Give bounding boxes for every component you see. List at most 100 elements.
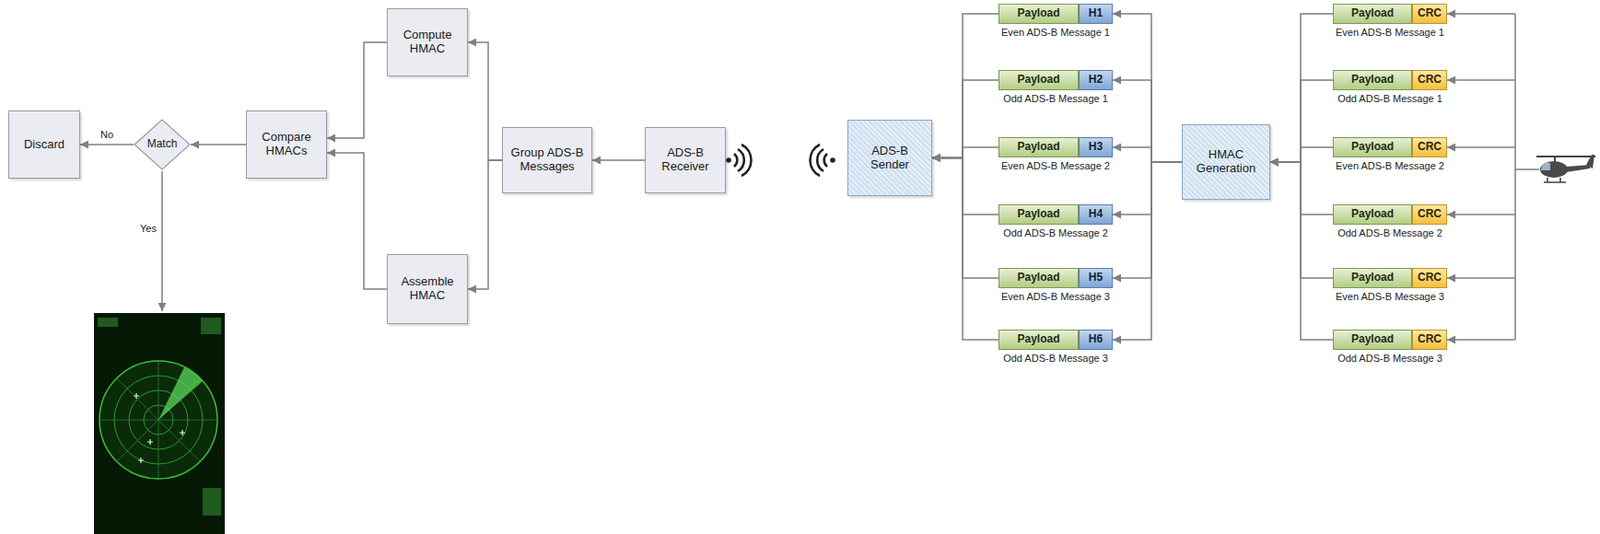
radar-panel: [97, 317, 118, 328]
branch-label: Yes: [140, 222, 157, 234]
node-text: Payload: [1351, 7, 1394, 21]
message-label: Odd ADS-B Message 2: [1003, 227, 1109, 239]
payload-field: Payload: [998, 329, 1079, 351]
hmac-field: H4: [1078, 204, 1113, 225]
message-label: Odd ADS-B Message 1: [1003, 93, 1109, 105]
connector-arrow: [1112, 13, 1182, 163]
yes-arrow: [161, 171, 164, 312]
node-text: ADS-B Sender: [853, 144, 926, 173]
connector-arrow: [327, 42, 387, 139]
crc-field: CRC: [1412, 3, 1448, 24]
hmac-field: H3: [1078, 137, 1113, 158]
source-wire: [1447, 338, 1516, 341]
node-text: HMAC Generation: [1188, 148, 1264, 176]
node-text: Payload: [1016, 140, 1060, 154]
node-text: H1: [1088, 7, 1103, 21]
wireless-symbol: [809, 144, 835, 176]
message-label: Even ADS-B Message 1: [1335, 26, 1445, 38]
payload-field: Payload: [1332, 3, 1413, 24]
message-label: Even ADS-B Message 2: [1001, 160, 1110, 172]
radio-wave: [737, 149, 745, 172]
payload-field: Payload: [1332, 204, 1413, 225]
node-text: Payload: [1016, 271, 1060, 285]
connector-arrow: [932, 158, 999, 216]
process-box: Assemble HMAC: [386, 254, 468, 325]
radar-screen: [93, 313, 225, 534]
radar-ring: [99, 361, 218, 479]
helicopter-skids: [1543, 177, 1566, 183]
connector-arrow: [1270, 162, 1333, 340]
payload-field: Payload: [1332, 329, 1413, 351]
node-text: H3: [1088, 140, 1103, 154]
edge-label: No: [98, 128, 116, 141]
connector-arrow: [1270, 162, 1333, 215]
message-label: Even ADS-B Message 2: [1335, 160, 1445, 172]
diamond-shape: [134, 119, 190, 170]
connector-arrow: [467, 42, 503, 161]
wireless-symbol: [725, 144, 751, 176]
message-label: Even ADS-B Message 1: [1001, 26, 1110, 38]
message-label: Odd ADS-B Message 3: [1003, 352, 1109, 364]
process-box: Discard: [8, 110, 81, 179]
payload-field: Payload: [998, 70, 1079, 91]
connector-arrow: [1112, 147, 1182, 163]
connector-arrow: [1112, 162, 1182, 215]
radar-background: [93, 313, 225, 534]
node-text: CRC: [1417, 208, 1442, 222]
payload-field: Payload: [998, 137, 1079, 158]
payload-field: Payload: [998, 3, 1079, 24]
connector-arrow: [1270, 147, 1333, 163]
connector-arrow: [80, 143, 134, 146]
radar-panel: [200, 317, 222, 335]
source-wires: [1447, 13, 1540, 340]
source-wire: [1447, 12, 1516, 15]
source-wire: [1447, 79, 1516, 82]
connector-arrow: [327, 152, 387, 290]
connector-arrow: [467, 160, 503, 290]
process-box: Group ADS-B Messages: [502, 127, 593, 194]
node-text: Compare HMACs: [252, 130, 321, 159]
decision-diamond: Match: [133, 118, 191, 171]
connector-arrow: [1270, 13, 1333, 163]
node-text: ADS-B Receiver: [651, 146, 720, 175]
source-wire: [1447, 146, 1516, 149]
radar-sweep: [158, 367, 203, 421]
payload-field: Payload: [1332, 137, 1413, 158]
process-box: Compute HMAC: [386, 8, 468, 77]
node-text: CRC: [1417, 333, 1442, 347]
source-wire: [1515, 168, 1540, 171]
process-box: ADS-B Receiver: [644, 127, 726, 194]
node-text: CRC: [1417, 140, 1442, 154]
connector-arrow: [1270, 162, 1333, 279]
radio-wave: [741, 144, 752, 176]
node-text: CRC: [1417, 7, 1442, 21]
helicopter-tail: [1565, 164, 1590, 173]
radio-wave: [809, 144, 820, 176]
crc-field: CRC: [1412, 268, 1448, 289]
connector-arrow: [932, 13, 999, 159]
payload-field: Payload: [998, 268, 1079, 289]
radio-wave: [734, 153, 737, 167]
helicopter-fin: [1586, 154, 1595, 169]
helicopter-rotor: [1536, 155, 1596, 158]
node-text: Compute HMAC: [393, 28, 462, 57]
connector-arrow: [932, 158, 999, 341]
message-label: Odd ADS-B Message 2: [1337, 227, 1443, 239]
node-text: Discard: [23, 138, 65, 152]
radar-panel: [202, 488, 222, 516]
payload-field: Payload: [1332, 268, 1413, 289]
helicopter-body: [1540, 161, 1568, 178]
node-text: Assemble HMAC: [393, 275, 462, 304]
payload-field: Payload: [1332, 70, 1413, 91]
radio-wave: [817, 149, 824, 172]
connector-arrow: [932, 158, 999, 280]
node-text: Payload: [1351, 271, 1394, 285]
source-wire: [1447, 213, 1516, 216]
message-label: Even ADS-B Message 3: [1001, 291, 1110, 303]
crc-field: CRC: [1412, 204, 1448, 225]
source-wire: [1514, 13, 1517, 340]
antenna-dot: [725, 157, 732, 164]
hmac-field: H5: [1078, 268, 1113, 289]
node-text: Payload: [1351, 73, 1394, 87]
